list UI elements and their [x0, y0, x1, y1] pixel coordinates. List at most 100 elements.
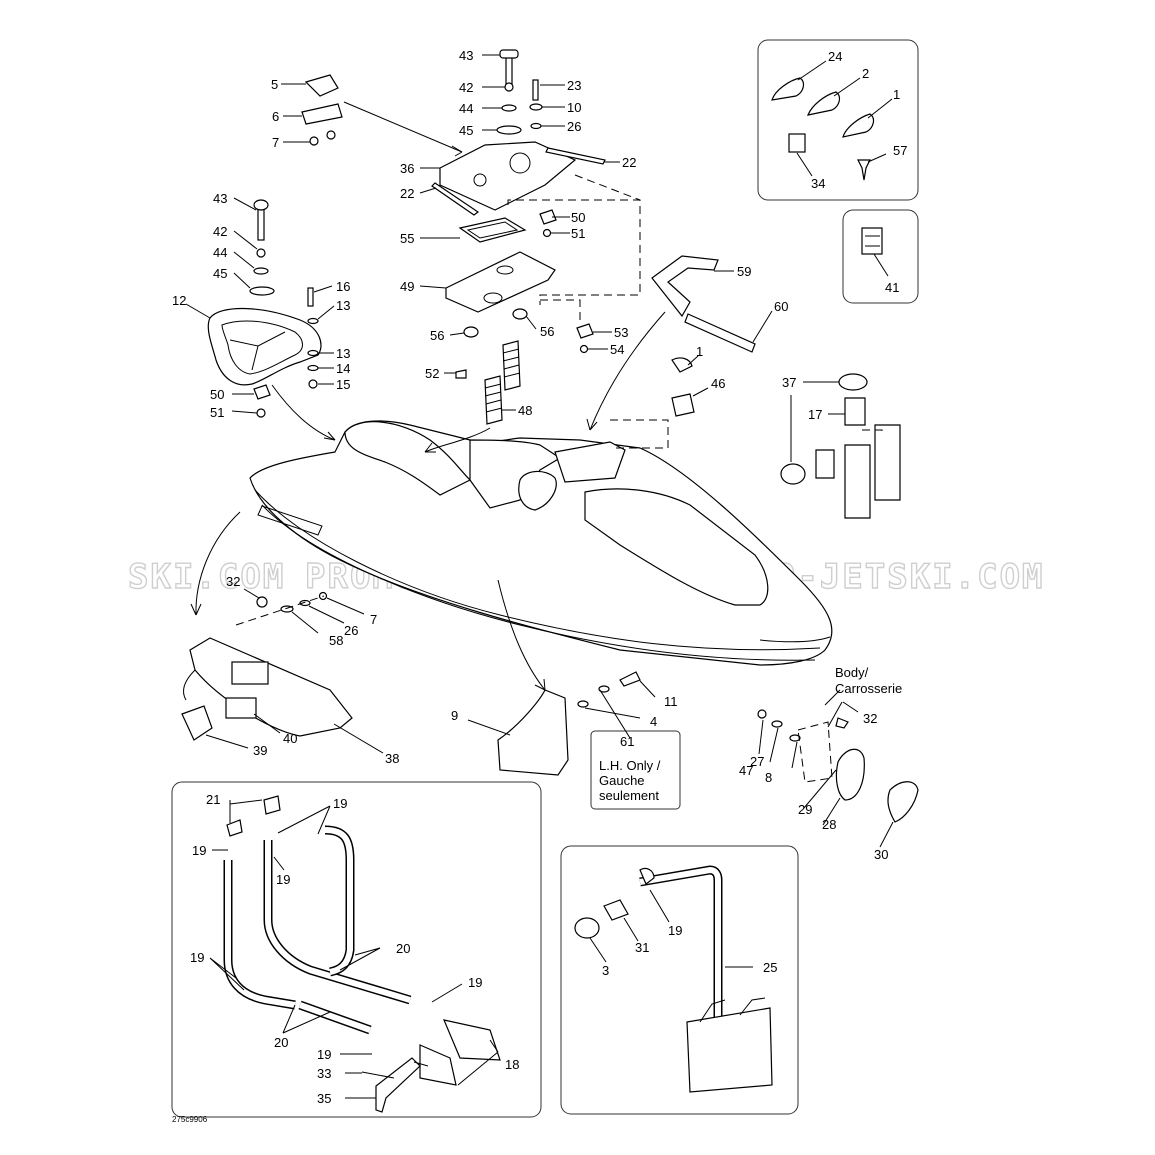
bellows-ribs: [484, 348, 521, 413]
callout-1: 1: [893, 87, 900, 102]
hose-detail-box: [171, 781, 542, 1118]
arrow-head-grab: [586, 418, 598, 431]
hull-strake: [257, 505, 323, 536]
callout-20: 20: [396, 941, 410, 956]
callout-19: 19: [276, 872, 290, 887]
lh-only-note-line2: Gauche: [599, 773, 645, 788]
callout-6: 6: [272, 109, 279, 124]
callout-14: 14: [336, 361, 350, 376]
vent-tube-25-inner: [639, 866, 721, 1085]
callout-3: 3: [602, 963, 609, 978]
callout-59: 59: [737, 264, 751, 279]
grab-bar-59: [651, 255, 719, 318]
base-hole-2: [496, 265, 514, 275]
hose-20c-inner: [324, 827, 353, 975]
washer-10: [529, 103, 543, 111]
callout-10: 10: [567, 100, 581, 115]
cap-3: [574, 917, 600, 939]
callout-8: 8: [765, 770, 772, 785]
nut-42a: [504, 82, 514, 92]
callout-45: 45: [459, 123, 473, 138]
lh-only-note: L.H. Only / Gauche seulement: [599, 758, 661, 803]
lh-only-note-line3: seulement: [599, 788, 659, 803]
seat-support-36: [439, 141, 577, 211]
vent-detail-box: [560, 845, 799, 1115]
callout-51: 51: [571, 226, 585, 241]
gasket-55-inner: [466, 221, 519, 239]
cap-37: [838, 373, 868, 391]
cover-30: [887, 781, 919, 823]
callout-57: 57: [893, 143, 907, 158]
callout-45: 45: [213, 266, 227, 281]
dashed-guide-fitting: [610, 419, 669, 449]
bracket-35: [375, 1057, 421, 1113]
bolt-43b: [257, 207, 265, 241]
arrow-head-bellows: [424, 442, 436, 453]
clamp-detail: [771, 77, 883, 255]
base-hole-1: [483, 292, 503, 304]
clip-detail-box: [842, 209, 919, 304]
side-cover-assembly: [497, 579, 641, 776]
hose-20c: [324, 825, 355, 977]
callout-47: 47: [739, 763, 753, 778]
strip-22b: [431, 182, 480, 216]
clamp-19g: [639, 867, 655, 885]
grip-60: [684, 313, 756, 353]
washer-4: [577, 700, 589, 708]
label-40: [225, 697, 257, 719]
washer-26b: [299, 599, 311, 607]
screw-16: [307, 287, 314, 307]
support-hole-1: [509, 152, 531, 174]
hose-20d-inner: [298, 1002, 372, 1033]
bumper-56b: [512, 308, 528, 320]
tie-33: [361, 1071, 395, 1079]
lh-only-note-line1: L.H. Only /: [599, 758, 661, 773]
callout-13: 13: [336, 346, 350, 361]
callout-43: 43: [459, 48, 473, 63]
nut-42b: [256, 248, 266, 258]
bumper-line: [759, 636, 831, 643]
callout-50: 50: [210, 387, 224, 402]
clip-41: [861, 227, 883, 255]
leader-arrow-cover: [497, 579, 546, 691]
grill-louver: [231, 661, 269, 685]
bolt-43a: [505, 55, 513, 85]
callout-25: 25: [763, 960, 777, 975]
callout-46: 46: [711, 376, 725, 391]
callout-11: 11: [664, 694, 678, 709]
callout-56: 56: [540, 324, 554, 339]
block-18b: [419, 1044, 457, 1086]
callout-7: 7: [370, 612, 377, 627]
bellow-17a: [844, 397, 866, 426]
nut-7b: [326, 130, 336, 140]
dashed-guide-b: [574, 174, 641, 201]
callout-28: 28: [822, 817, 836, 832]
callout-35: 35: [317, 1091, 331, 1106]
base-plate-49: [445, 251, 556, 313]
arrow-head-cover: [534, 678, 546, 691]
bellow-17b: [815, 449, 835, 479]
fitting-46: [671, 393, 695, 417]
drawing-code: 275c9906: [172, 1115, 208, 1124]
valve-31: [603, 899, 629, 921]
callout-54: 54: [610, 342, 624, 357]
callout-1: 1: [696, 344, 703, 359]
hull-chine: [254, 489, 821, 651]
dashed-guide-a: [507, 199, 641, 305]
washer-44a: [501, 104, 517, 112]
nut-7a: [309, 136, 319, 146]
steering-cover: [518, 470, 557, 511]
bellows-48a: [484, 375, 503, 425]
callout-7: 7: [272, 135, 279, 150]
callout-49: 49: [400, 279, 414, 294]
tie-19-lower: [413, 1061, 429, 1067]
callout-43: 43: [213, 191, 227, 206]
dashed-guide-grill: [235, 595, 325, 626]
cap-32b: [835, 717, 849, 729]
hull-deck: [249, 420, 833, 666]
seat-latch-assembly: [301, 49, 641, 425]
callout-leaders: [185, 54, 894, 1099]
nut-50b: [253, 384, 271, 400]
callout-22: 22: [622, 155, 636, 170]
